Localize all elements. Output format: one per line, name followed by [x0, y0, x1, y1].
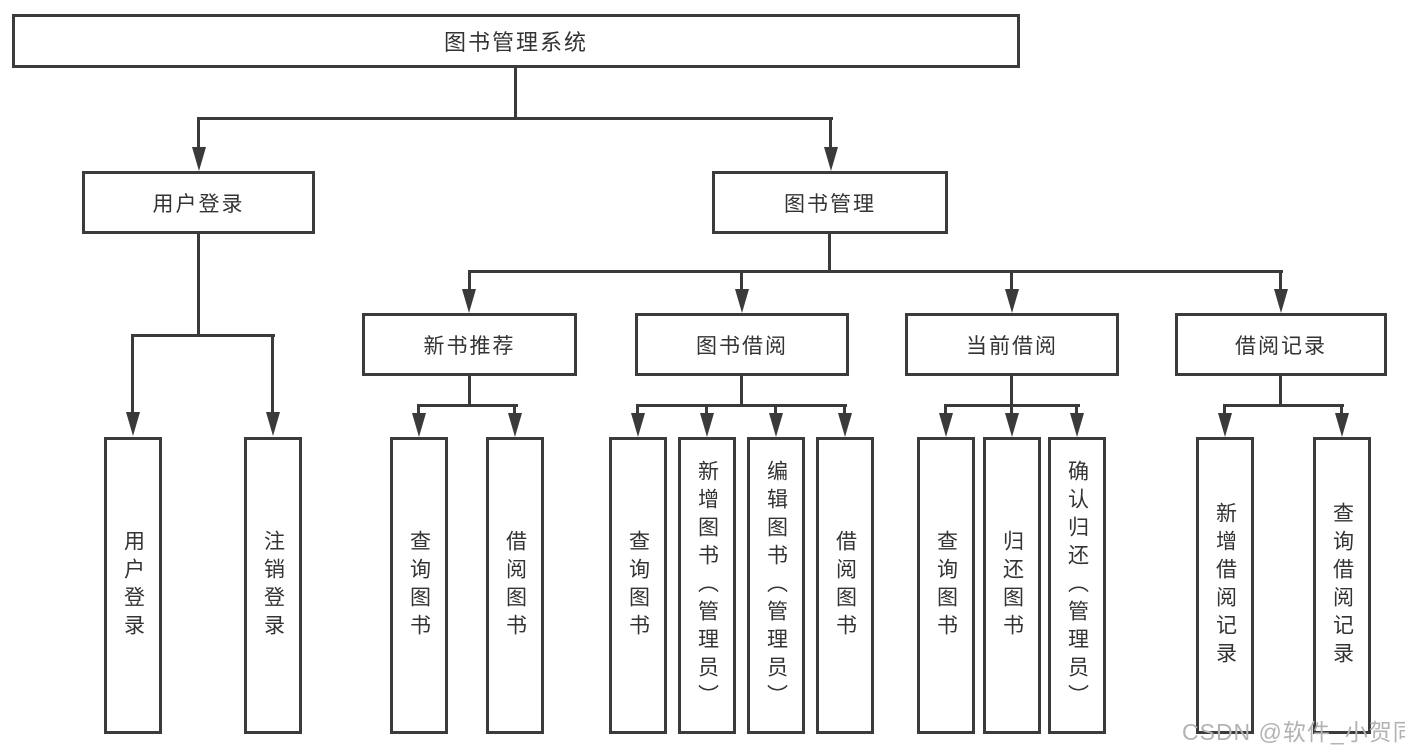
- connector-line: [740, 376, 743, 407]
- node-current-borrowing-label: 当前借阅: [966, 334, 1058, 358]
- arrowhead-icon: [700, 413, 714, 437]
- connector-line: [1223, 404, 1344, 407]
- connector-line: [131, 334, 134, 414]
- node-book-borrowing: 图书借阅: [635, 313, 849, 376]
- connector-line: [1010, 404, 1013, 416]
- csdn-watermark: CSDN @软件_小贺同学: [1182, 719, 1405, 745]
- arrowhead-icon: [266, 412, 280, 436]
- arrowhead-icon: [1218, 413, 1232, 437]
- leaf-query-borrow-record: 查询借阅记录: [1313, 437, 1371, 734]
- leaf-confirm-return-admin: 确认归还（管理员）: [1048, 437, 1106, 734]
- connector-line: [1279, 376, 1282, 407]
- leaf-add-borrow-record: 新增借阅记录: [1196, 437, 1254, 734]
- leaf-borrow-books-recommend-label: 借阅图书: [503, 529, 527, 642]
- connector-line: [636, 404, 639, 416]
- leaf-user-login: 用户登录: [104, 437, 162, 734]
- connector-line: [636, 404, 847, 407]
- node-book-management-label: 图书管理: [784, 192, 876, 216]
- arrowhead-icon: [838, 413, 852, 437]
- connector-line: [1340, 404, 1343, 416]
- connector-line: [1075, 404, 1078, 416]
- connector-line: [774, 404, 777, 416]
- connector-line: [417, 404, 518, 407]
- node-borrowing-records: 借阅记录: [1175, 313, 1387, 376]
- connector-line: [468, 270, 471, 291]
- arrowhead-icon: [939, 413, 953, 437]
- leaf-query-books-recommend-label: 查询图书: [407, 529, 431, 642]
- node-current-borrowing: 当前借阅: [905, 313, 1119, 376]
- connector-line: [828, 234, 831, 273]
- leaf-edit-books-admin: 编辑图书（管理员）: [747, 437, 805, 734]
- connector-line: [705, 404, 708, 416]
- leaf-borrow-books-borrowing-label: 借阅图书: [833, 529, 857, 642]
- connector-line: [1223, 404, 1226, 416]
- arrowhead-icon: [1005, 289, 1019, 313]
- leaf-add-books-admin-label: 新增图书（管理员）: [695, 459, 719, 712]
- connector-line: [843, 404, 846, 416]
- leaf-query-books-current: 查询图书: [917, 437, 975, 734]
- leaf-query-borrow-record-label: 查询借阅记录: [1330, 501, 1354, 670]
- connector-line: [417, 404, 420, 416]
- arrowhead-icon: [126, 412, 140, 436]
- connector-line: [1010, 376, 1013, 407]
- node-user-login-label: 用户登录: [152, 192, 245, 216]
- arrowhead-icon: [735, 289, 749, 313]
- leaf-query-books-recommend: 查询图书: [390, 437, 448, 734]
- connector-line: [197, 117, 200, 150]
- leaf-borrow-books-recommend: 借阅图书: [486, 437, 544, 734]
- leaf-edit-books-admin-label: 编辑图书（管理员）: [764, 459, 788, 712]
- arrowhead-icon: [824, 147, 838, 171]
- connector-line: [197, 117, 833, 120]
- node-user-login: 用户登录: [82, 171, 315, 234]
- leaf-add-books-admin: 新增图书（管理员）: [678, 437, 736, 734]
- arrowhead-icon: [1070, 413, 1084, 437]
- leaf-return-books-label: 归还图书: [1000, 529, 1024, 642]
- arrowhead-icon: [1274, 289, 1288, 313]
- leaf-borrow-books-borrowing: 借阅图书: [816, 437, 874, 734]
- arrowhead-icon: [192, 147, 206, 171]
- leaf-query-books-current-label: 查询图书: [934, 529, 958, 642]
- node-book-management: 图书管理: [712, 171, 948, 234]
- connector-line: [513, 404, 516, 416]
- arrowhead-icon: [412, 413, 426, 437]
- connector-line: [197, 234, 200, 337]
- leaf-query-books-borrowing-label: 查询图书: [626, 529, 650, 642]
- arrowhead-icon: [1005, 413, 1019, 437]
- node-book-borrowing-label: 图书借阅: [696, 334, 788, 358]
- leaf-user-login-label: 用户登录: [121, 529, 145, 642]
- leaf-query-books-borrowing: 查询图书: [609, 437, 667, 734]
- connector-line: [514, 68, 517, 118]
- connector-line: [468, 270, 1283, 273]
- arrowhead-icon: [462, 289, 476, 313]
- node-root: 图书管理系统: [12, 14, 1020, 68]
- node-new-book-recommend-label: 新书推荐: [423, 334, 516, 358]
- connector-line: [740, 270, 743, 291]
- connector-line: [468, 376, 471, 407]
- connector-line: [1279, 270, 1282, 291]
- connector-line: [1010, 270, 1013, 291]
- connector-line: [271, 334, 274, 414]
- arrowhead-icon: [631, 413, 645, 437]
- arrowhead-icon: [1335, 413, 1349, 437]
- connector-line: [829, 117, 832, 150]
- arrowhead-icon: [508, 413, 522, 437]
- arrowhead-icon: [769, 413, 783, 437]
- leaf-logout: 注销登录: [244, 437, 302, 734]
- leaf-add-borrow-record-label: 新增借阅记录: [1213, 501, 1237, 670]
- node-root-label: 图书管理系统: [443, 30, 588, 55]
- connector-line: [131, 334, 275, 337]
- node-borrowing-records-label: 借阅记录: [1235, 334, 1327, 358]
- leaf-logout-label: 注销登录: [261, 529, 285, 642]
- leaf-confirm-return-admin-label: 确认归还（管理员）: [1065, 459, 1089, 712]
- leaf-return-books: 归还图书: [983, 437, 1041, 734]
- node-new-book-recommend: 新书推荐: [362, 313, 577, 376]
- connector-line: [944, 404, 947, 416]
